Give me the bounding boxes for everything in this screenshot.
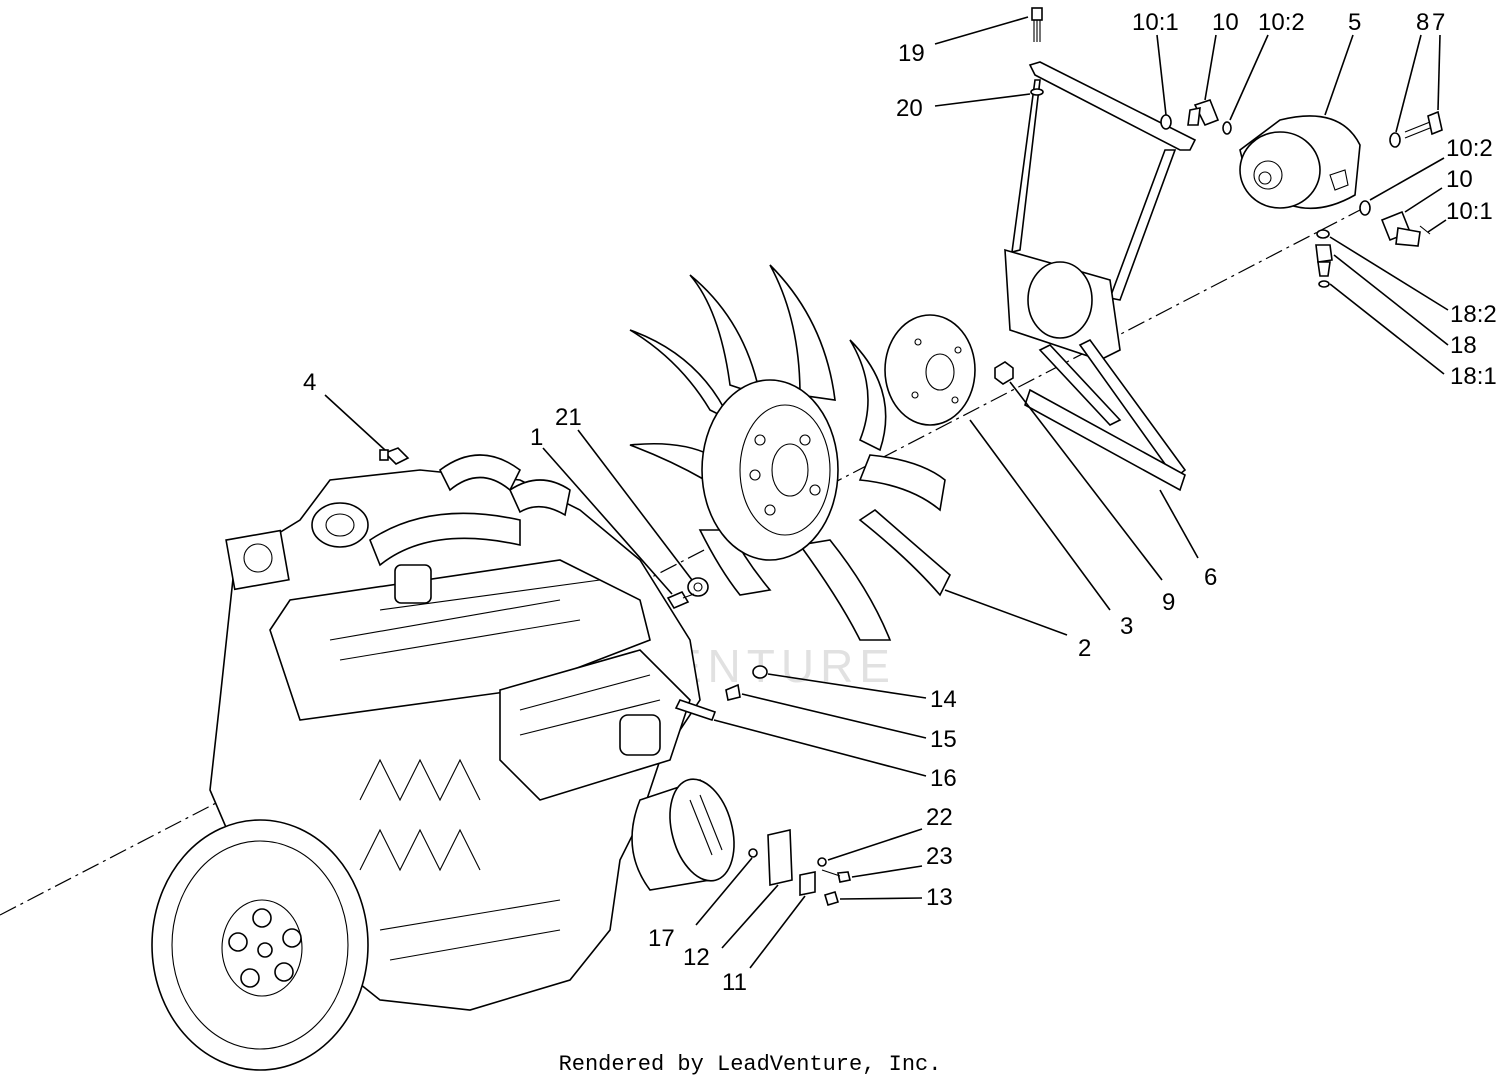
callout-18-1: 18:1 xyxy=(1450,363,1497,390)
callout-13: 13 xyxy=(926,884,953,911)
oil-filter xyxy=(631,778,735,891)
fan-bolt xyxy=(666,590,695,610)
bracket-bolt xyxy=(1031,7,1043,42)
callout-21: 21 xyxy=(555,404,582,431)
fan-spacer xyxy=(884,314,976,426)
callout-14: 14 xyxy=(930,686,957,713)
hydraulic-pump xyxy=(1239,115,1361,210)
filter-bracket-hardware xyxy=(748,829,851,906)
callout-9: 9 xyxy=(1162,589,1175,616)
callout-1: 1 xyxy=(530,424,543,451)
callout-11: 11 xyxy=(722,969,747,996)
temperature-sensor xyxy=(379,447,410,465)
fan-washer xyxy=(687,577,709,597)
callout-10-1-top: 10:1 xyxy=(1132,9,1179,36)
callout-5: 5 xyxy=(1348,9,1361,36)
flywheel xyxy=(151,819,369,1071)
render-credit-footer: Rendered by LeadVenture, Inc. xyxy=(558,1052,942,1077)
pump-washer xyxy=(1389,132,1401,148)
callout-10-2-top: 10:2 xyxy=(1258,9,1305,36)
callout-8: 8 xyxy=(1416,9,1429,36)
engine-block xyxy=(151,454,735,1071)
cooling-fan xyxy=(629,264,951,641)
callout-22: 22 xyxy=(926,804,953,831)
upper-hydraulic-fitting xyxy=(1160,99,1232,135)
callout-18: 18 xyxy=(1450,332,1477,359)
hex-nut xyxy=(994,361,1014,385)
callout-16: 16 xyxy=(930,765,957,792)
callout-18-2: 18:2 xyxy=(1450,301,1497,328)
bracket-washer xyxy=(1030,88,1044,96)
callout-10-top: 10 xyxy=(1212,9,1239,36)
callout-2: 2 xyxy=(1078,635,1091,662)
pump-drain-fitting xyxy=(1315,229,1333,288)
callout-6: 6 xyxy=(1204,564,1217,591)
callout-3: 3 xyxy=(1120,613,1133,640)
callout-17: 17 xyxy=(648,925,675,952)
throttle-linkage-parts xyxy=(674,665,768,722)
callout-15: 15 xyxy=(930,726,957,753)
callout-23: 23 xyxy=(926,843,953,870)
leader-lines xyxy=(324,16,1449,969)
pump-bolt xyxy=(1404,110,1443,139)
callout-12: 12 xyxy=(683,944,710,971)
callout-7: 7 xyxy=(1432,9,1445,36)
callout-20: 20 xyxy=(896,95,923,122)
callout-4: 4 xyxy=(303,369,316,396)
callout-10-right: 10 xyxy=(1446,166,1473,193)
callout-labels: 19 20 10:1 10 10:2 5 8 7 10:2 10 10:1 18… xyxy=(303,9,1497,996)
callout-10-2-right: 10:2 xyxy=(1446,135,1493,162)
pump-mounting-bracket xyxy=(1004,61,1197,492)
callout-10-1-right: 10:1 xyxy=(1446,198,1493,225)
lower-hydraulic-fitting xyxy=(1359,200,1431,247)
callout-19: 19 xyxy=(898,40,925,67)
